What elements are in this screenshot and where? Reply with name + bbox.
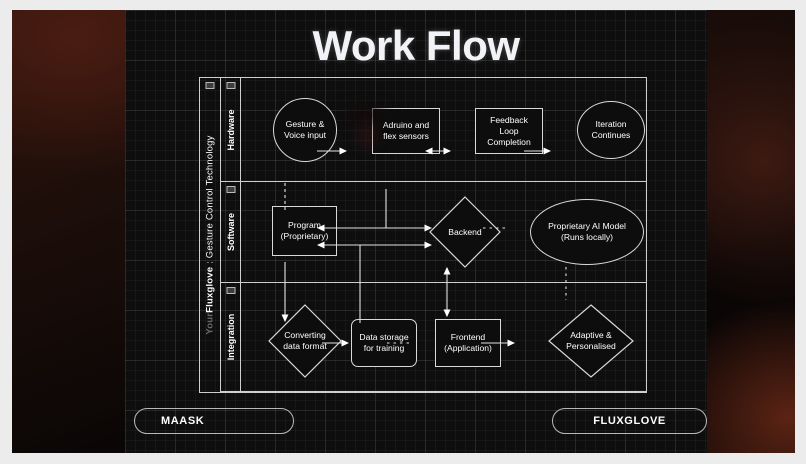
slide-backdrop: Work Flow YourFluxglove : Gesture Contro… [12, 10, 795, 453]
footer-pill-left[interactable]: MAASK [134, 408, 294, 434]
node-label-frontend-line1: Frontend [450, 332, 486, 342]
pool-title-bar[interactable]: YourFluxglove : Gesture Control Technolo… [200, 78, 221, 392]
node-label-feedback-line1: Feedback [490, 114, 528, 125]
lane-software: Software Program (Proprietary) [221, 182, 646, 283]
lane-label-software: Software [225, 212, 236, 252]
node-label-adaptive-line1: Adaptive & [570, 330, 612, 340]
diamond-shape-backend [429, 196, 501, 268]
node-gesture-voice-input[interactable]: Gesture & Voice input [273, 98, 337, 162]
node-label-feedback-line3: Completion [487, 136, 531, 147]
diamond-shape-converting [268, 304, 342, 378]
pool-title-prefix: Your [204, 312, 216, 335]
node-label-arduino-line1: Adruino and [382, 120, 430, 130]
lane-body-integration: Converting data format Data storage for … [241, 283, 646, 391]
collapse-icon-integration[interactable] [226, 287, 235, 294]
node-feedback-loop-completion[interactable]: Feedback Loop Completion [475, 108, 543, 154]
collapse-icon-hardware[interactable] [226, 82, 235, 89]
node-data-storage-for-training[interactable]: Data storage for training [351, 319, 417, 367]
node-proprietary-ai-model[interactable]: Proprietary AI Model (Runs locally) [530, 199, 644, 265]
collapse-icon-software[interactable] [226, 186, 235, 193]
collapse-icon-pool[interactable] [205, 82, 215, 89]
lane-integration: Integration Converting data format [221, 283, 646, 392]
pool-title-text: YourFluxglove : Gesture Control Technolo… [205, 135, 216, 334]
node-program-proprietary[interactable]: Program (Proprietary) [272, 206, 337, 256]
node-label-ai-line2: (Runs locally) [560, 232, 614, 242]
lane-header-hardware[interactable]: Hardware [221, 78, 241, 181]
node-frontend-application[interactable]: Frontend (Application) [435, 319, 501, 367]
lane-body-software: Program (Proprietary) Backend [241, 182, 646, 282]
lane-header-software[interactable]: Software [221, 182, 241, 282]
node-converting-data-format[interactable]: Converting data format [268, 304, 342, 378]
node-label-backend: Backend [448, 226, 482, 237]
node-adaptive-personalised[interactable]: Adaptive & Personalised [548, 304, 634, 378]
pool-title-bold: Fluxglove [204, 266, 216, 313]
node-label-feedback-line2: Loop [499, 125, 519, 136]
node-label-gesture-line2: Voice input [283, 130, 327, 140]
page-title: Work Flow [312, 22, 520, 69]
flowchart-canvas: Work Flow YourFluxglove : Gesture Contro… [125, 10, 707, 453]
node-arduino-flex-sensors[interactable]: Adruino and flex sensors [372, 108, 440, 154]
lane-header-integration[interactable]: Integration [221, 283, 241, 391]
footer-pill-left-label: MAASK [161, 415, 205, 427]
node-label-storage-line1: Data storage [359, 332, 409, 342]
diamond-shape-adaptive [548, 304, 634, 378]
lane-hardware: Hardware Gesture & Voice input Adruino a… [221, 78, 646, 182]
node-label-arduino-line2: flex sensors [383, 131, 429, 141]
node-iteration-continues[interactable]: Iteration Continues [577, 101, 645, 159]
pool-title-rest: : Gesture Control Technology [204, 135, 216, 267]
flowchart-pool: YourFluxglove : Gesture Control Technolo… [199, 77, 647, 393]
lane-label-hardware: Hardware [225, 108, 236, 151]
node-backend[interactable]: Backend [429, 196, 501, 268]
node-label-converting-line2: data format [283, 341, 327, 351]
node-label-iteration-line2: Continues [591, 130, 631, 140]
node-label-storage-line2: for training [363, 343, 405, 353]
node-label-frontend-line2: (Application) [444, 343, 492, 353]
node-label-converting-line1: Converting [284, 330, 326, 340]
lane-label-integration: Integration [225, 313, 236, 361]
node-label-gesture-line1: Gesture & [285, 119, 325, 129]
lane-body-hardware: Gesture & Voice input Adruino and flex s… [241, 78, 646, 181]
footer-pill-right-label: FLUXGLOVE [593, 415, 666, 427]
node-label-iteration-line1: Iteration [595, 119, 627, 129]
node-label-program-line1: Program [288, 220, 321, 230]
footer-pill-right[interactable]: FLUXGLOVE [552, 408, 707, 434]
node-label-ai-line1: Proprietary AI Model [548, 221, 626, 231]
node-label-adaptive-line2: Personalised [566, 341, 616, 351]
node-label-program-line2: (Proprietary) [280, 231, 329, 241]
